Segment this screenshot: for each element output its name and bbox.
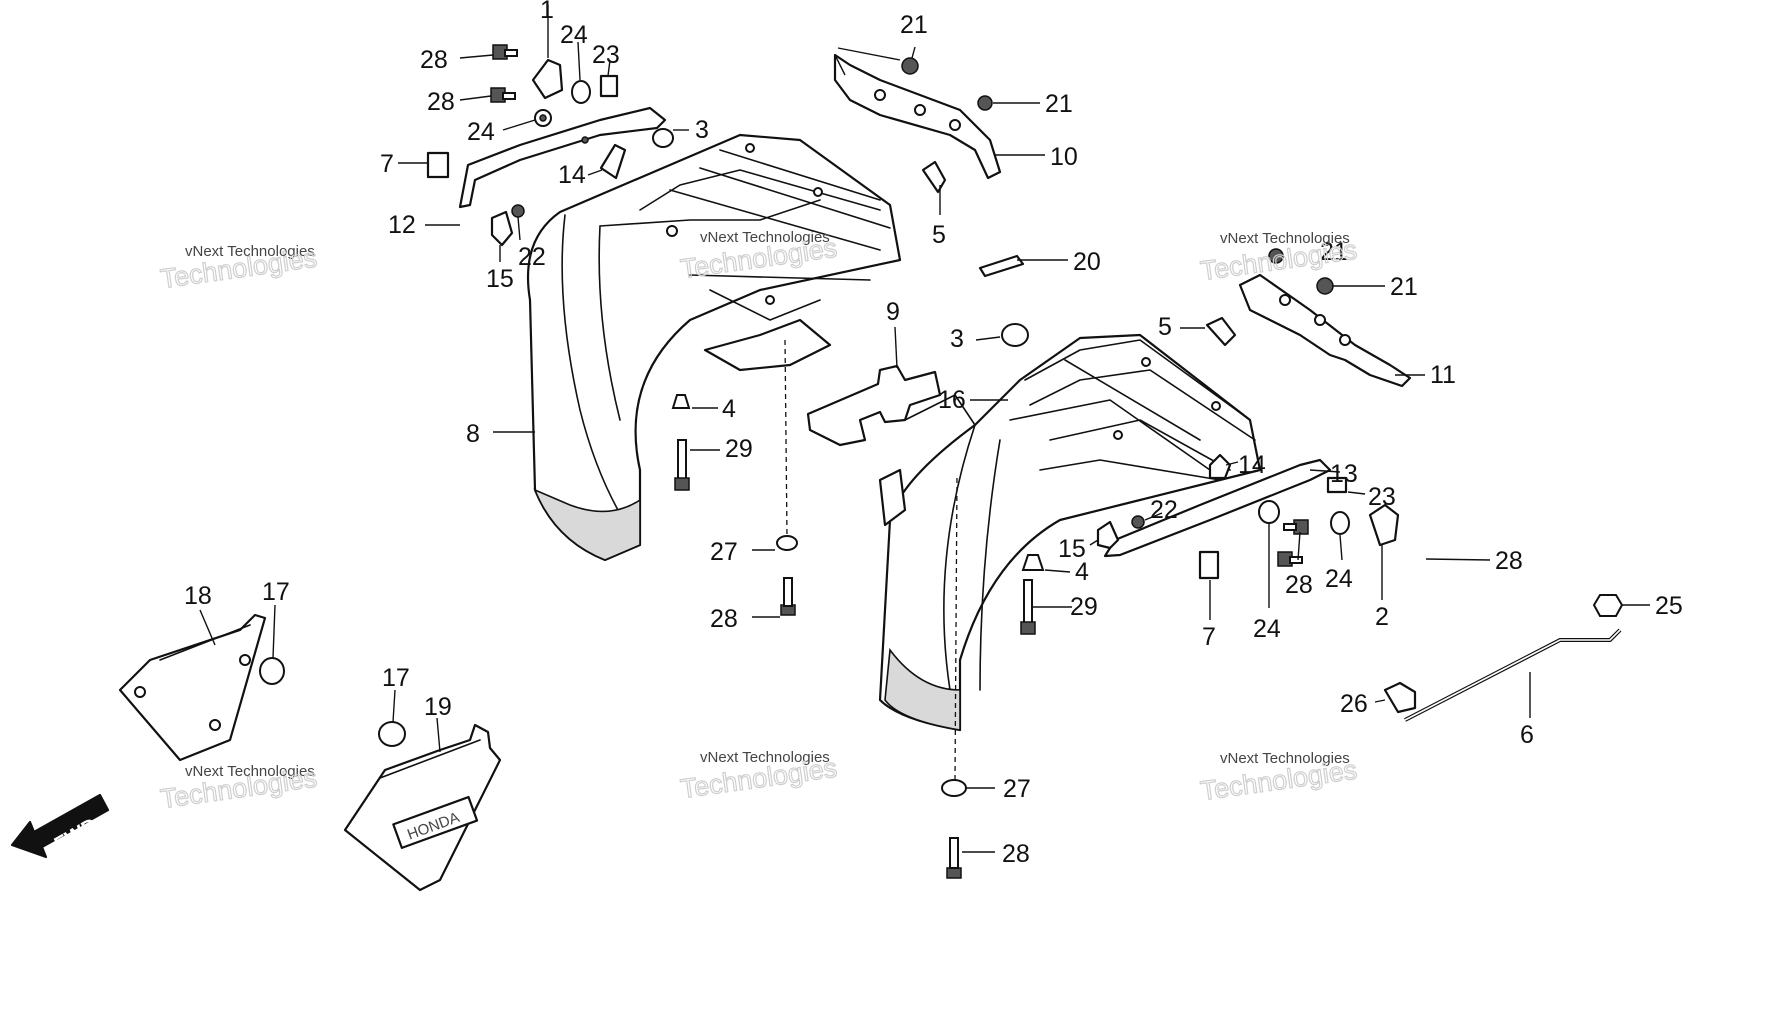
front-fender [526, 133, 902, 562]
callout-6: 6 [1520, 721, 1534, 749]
watermark-text: vNext Technologies [700, 229, 830, 246]
hardware [259, 44, 1624, 879]
callout-21: 21 [1045, 90, 1073, 118]
callout-21: 21 [1320, 238, 1348, 266]
callout-2: 2 [1375, 603, 1389, 631]
watermarks: vNext Technologies Technologies vNext Te… [158, 229, 1359, 815]
callout-22: 22 [1150, 496, 1178, 524]
callout-13: 13 [1330, 460, 1358, 488]
bracket-11 [1238, 273, 1412, 388]
callout-26: 26 [1340, 690, 1368, 718]
callout-17: 17 [382, 664, 410, 692]
callout-22: 22 [518, 243, 546, 271]
callout-9: 9 [886, 298, 900, 326]
callout-24: 24 [1325, 565, 1353, 593]
leader-lines [199, 5, 1650, 853]
callout-24: 24 [1253, 615, 1281, 643]
callout-1: 1 [540, 0, 554, 24]
callout-21: 21 [900, 11, 928, 39]
mud-plate-9 [806, 364, 942, 447]
fwd-direction-arrow: FWD [10, 793, 110, 859]
callout-7: 7 [380, 150, 394, 178]
callout-27: 27 [710, 538, 738, 566]
callout-21: 21 [1390, 273, 1418, 301]
rod-6 [1404, 628, 1622, 722]
callout-20: 20 [1073, 248, 1101, 276]
grab-rail-12 [458, 106, 667, 209]
callout-29: 29 [1070, 593, 1098, 621]
callout-16: 16 [938, 386, 966, 414]
callout-labels: 1 2 3 3 4 4 5 5 6 7 7 8 9 10 11 12 13 14… [184, 0, 1683, 868]
callout-11: 11 [1430, 361, 1456, 389]
callout-24: 24 [560, 21, 588, 49]
callout-15: 15 [1058, 535, 1086, 563]
callout-28: 28 [427, 88, 455, 116]
side-cover-18 [118, 613, 267, 762]
rear-fender [878, 333, 1262, 732]
callout-24: 24 [467, 118, 495, 146]
callout-14: 14 [558, 161, 586, 189]
callout-15: 15 [486, 265, 514, 293]
watermark-text: vNext Technologies [1220, 230, 1350, 247]
callout-12: 12 [388, 211, 416, 239]
callout-28: 28 [1285, 571, 1313, 599]
callout-28: 28 [1495, 547, 1523, 575]
callout-17: 17 [262, 578, 290, 606]
callout-5: 5 [1158, 313, 1172, 341]
callout-28: 28 [710, 605, 738, 633]
callout-28: 28 [1002, 840, 1030, 868]
grab-rail-13 [1103, 458, 1332, 558]
watermark-text: vNext Technologies [700, 749, 830, 766]
callout-23: 23 [1368, 483, 1396, 511]
callout-18: 18 [184, 582, 212, 610]
callout-28: 28 [420, 46, 448, 74]
callout-4: 4 [722, 395, 736, 423]
callout-4: 4 [1075, 558, 1089, 586]
watermark-text: vNext Technologies [185, 243, 315, 260]
callout-14: 14 [1238, 451, 1266, 479]
callout-27: 27 [1003, 775, 1031, 803]
callout-3: 3 [695, 116, 709, 144]
callout-25: 25 [1655, 592, 1683, 620]
callout-3: 3 [950, 325, 964, 353]
callout-19: 19 [424, 693, 452, 721]
callout-8: 8 [466, 420, 480, 448]
callout-23: 23 [592, 41, 620, 69]
callout-10: 10 [1050, 143, 1078, 171]
callout-5: 5 [932, 221, 946, 249]
callout-29: 29 [725, 435, 753, 463]
side-cover-19: HONDA [343, 723, 502, 892]
watermark-text: vNext Technologies [1220, 750, 1350, 767]
callout-7: 7 [1202, 623, 1216, 651]
watermark-text: vNext Technologies [185, 763, 315, 780]
bracket-10 [833, 53, 1002, 180]
